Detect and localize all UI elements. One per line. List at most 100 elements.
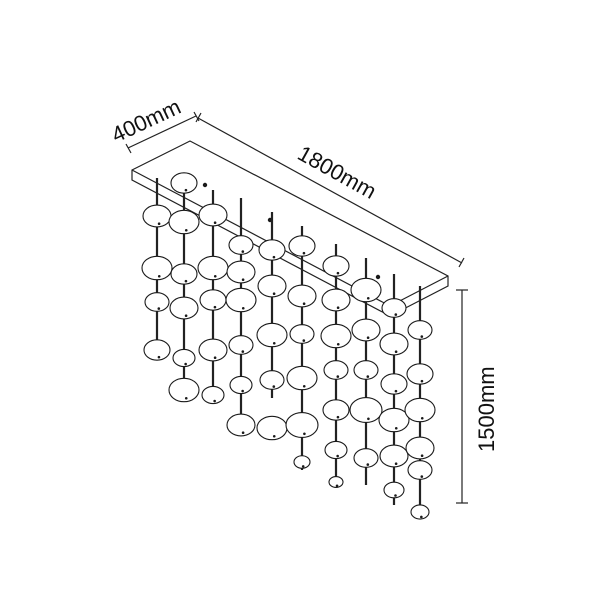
glass-sphere xyxy=(322,255,350,277)
depth-dimension-line xyxy=(127,115,197,149)
sphere-highlight xyxy=(420,515,423,519)
sphere-highlight xyxy=(241,306,245,310)
glass-sphere xyxy=(321,288,351,312)
sphere-highlight xyxy=(336,454,339,458)
depth-tick-right xyxy=(193,111,200,122)
sphere-highlight xyxy=(157,307,161,310)
glass-sphere xyxy=(322,399,350,421)
canopy-mount-point xyxy=(202,182,208,188)
glass-sphere xyxy=(350,277,382,303)
glass-sphere xyxy=(286,365,318,391)
glass-sphere xyxy=(379,444,409,468)
sphere-highlight xyxy=(213,399,216,403)
depth-tick-left xyxy=(125,143,132,154)
glass-sphere xyxy=(197,255,229,281)
glass-sphere xyxy=(410,504,430,520)
sphere-highlight xyxy=(367,417,370,421)
sphere-highlight xyxy=(184,396,188,400)
glass-sphere xyxy=(378,407,410,433)
sphere-highlight xyxy=(420,379,424,383)
sphere-highlight xyxy=(394,462,398,466)
canopy-mount-point xyxy=(375,274,381,280)
canopy-front-top-edge xyxy=(131,169,391,307)
glass-sphere xyxy=(324,440,348,460)
sphere-highlight xyxy=(420,335,424,338)
height-label: 1500mm xyxy=(474,366,499,452)
glass-sphere xyxy=(353,360,379,380)
glass-sphere xyxy=(293,455,311,469)
sphere-highlight xyxy=(302,339,306,342)
sphere-highlight xyxy=(157,355,161,359)
sphere-highlight xyxy=(336,375,340,378)
glass-sphere xyxy=(198,338,228,362)
sphere-highlight xyxy=(336,415,340,419)
glass-sphere xyxy=(258,239,286,261)
glass-sphere xyxy=(404,397,436,423)
sphere-highlight xyxy=(302,384,306,388)
sphere-highlight xyxy=(184,228,188,232)
glass-sphere xyxy=(383,481,405,499)
sphere-highlight xyxy=(394,494,397,497)
glass-sphere xyxy=(289,324,315,344)
sphere-highlight xyxy=(302,251,306,255)
sphere-highlight xyxy=(184,314,188,318)
length-dimension-line xyxy=(197,117,463,264)
glass-sphere xyxy=(323,360,349,380)
glass-sphere xyxy=(256,322,288,348)
sphere-highlight xyxy=(366,463,370,466)
length-tick-right xyxy=(458,257,465,268)
sphere-highlight xyxy=(335,484,339,488)
glass-sphere xyxy=(141,255,173,281)
sphere-highlight xyxy=(420,475,424,478)
sphere-highlight xyxy=(420,454,424,458)
glass-sphere xyxy=(229,375,253,395)
glass-sphere xyxy=(228,335,254,355)
sphere-highlight xyxy=(272,434,276,438)
sphere-highlight xyxy=(213,274,217,278)
sphere-highlight xyxy=(394,313,398,316)
sphere-highlight xyxy=(157,274,161,278)
sphere-highlight xyxy=(272,385,276,388)
glass-sphere xyxy=(144,292,170,312)
glass-sphere xyxy=(142,204,172,228)
glass-sphere xyxy=(226,260,256,284)
glass-sphere xyxy=(353,448,379,468)
sphere-highlight xyxy=(241,250,245,253)
sphere-highlight xyxy=(157,222,161,225)
glass-sphere xyxy=(380,373,408,395)
sphere-highlight xyxy=(366,375,370,378)
glass-sphere xyxy=(170,263,198,285)
sphere-highlight xyxy=(301,465,305,468)
glass-sphere xyxy=(198,203,228,227)
sphere-highlight xyxy=(272,341,276,345)
glass-sphere xyxy=(351,318,381,342)
glass-sphere xyxy=(381,298,407,318)
glass-sphere xyxy=(172,348,196,368)
glass-sphere xyxy=(168,209,200,235)
length-tick-left xyxy=(195,112,202,123)
glass-sphere xyxy=(285,411,319,439)
sphere-highlight xyxy=(241,431,245,435)
sphere-highlight xyxy=(241,350,245,353)
glass-sphere xyxy=(406,363,434,385)
sphere-highlight xyxy=(272,255,276,259)
sphere-highlight xyxy=(303,432,306,436)
glass-sphere xyxy=(226,413,256,437)
glass-sphere xyxy=(259,370,285,390)
sphere-highlight xyxy=(184,188,188,192)
pendant-spheres xyxy=(141,172,436,520)
sphere-highlight xyxy=(336,342,340,346)
glass-sphere xyxy=(257,274,287,298)
sphere-highlight xyxy=(302,302,306,306)
glass-sphere xyxy=(199,289,227,311)
sphere-highlight xyxy=(394,350,398,354)
sphere-highlight xyxy=(241,389,244,393)
glass-sphere xyxy=(328,475,344,489)
glass-sphere xyxy=(170,172,198,194)
height-dimension: 1500mm xyxy=(456,289,499,504)
sphere-highlight xyxy=(394,389,398,393)
sphere-highlight xyxy=(241,278,245,282)
glass-sphere xyxy=(379,332,409,356)
glass-sphere xyxy=(407,460,433,480)
